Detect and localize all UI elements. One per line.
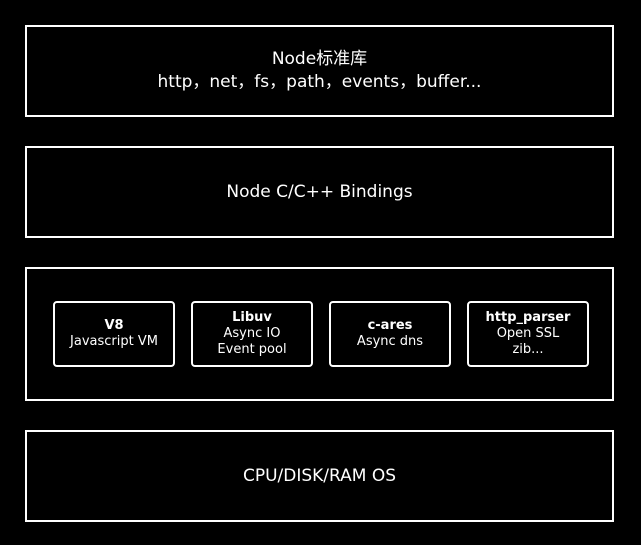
c-ares-module-desc: Async dns <box>356 334 424 349</box>
dependencies-layer: V8 Javascript VM Libuv Async IO Event po… <box>25 267 614 401</box>
libuv-module-title: Libuv <box>232 310 272 325</box>
node-bindings-title: Node C/C++ Bindings <box>226 181 413 202</box>
os-layer-title: CPU/DISK/RAM OS <box>242 465 397 486</box>
c-ares-module: c-ares Async dns <box>329 301 451 367</box>
os-layer: CPU/DISK/RAM OS <box>25 430 614 522</box>
c-ares-module-title: c-ares <box>367 318 413 333</box>
http-parser-module-desc-1: Open SSL <box>496 326 560 341</box>
v8-module: V8 Javascript VM <box>53 301 175 367</box>
http-parser-module-title: http_parser <box>485 310 571 325</box>
libuv-module-desc-1: Async IO <box>223 326 281 341</box>
dependency-modules: V8 Javascript VM Libuv Async IO Event po… <box>53 301 589 367</box>
node-stdlib-title: Node标准库 <box>271 49 368 69</box>
v8-module-title: V8 <box>104 318 124 333</box>
libuv-module: Libuv Async IO Event pool <box>191 301 313 367</box>
http-parser-module-desc-2: zib... <box>512 342 544 357</box>
v8-module-desc: Javascript VM <box>70 334 158 349</box>
libuv-module-desc-2: Event pool <box>217 342 287 357</box>
node-stdlib-modules: http，net，fs，path，events，buffer... <box>157 72 482 92</box>
node-bindings-layer: Node C/C++ Bindings <box>25 146 614 238</box>
http-parser-module: http_parser Open SSL zib... <box>467 301 589 367</box>
node-stdlib-layer: Node标准库 http，net，fs，path，events，buffer..… <box>25 25 614 117</box>
